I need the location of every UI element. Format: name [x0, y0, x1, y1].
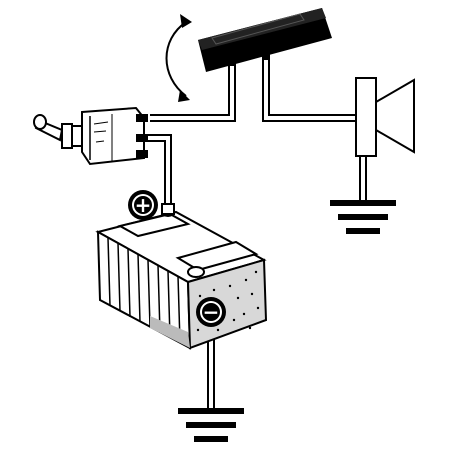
wire-switch-to-module: [150, 62, 236, 122]
horn-ground: [330, 200, 396, 234]
rotate-arrow-icon: [165, 14, 192, 102]
wire-module-to-horn: [262, 56, 356, 122]
flasher-module: [198, 8, 332, 72]
negative-terminal-marker: −: [196, 297, 226, 327]
positive-symbol: +: [135, 193, 152, 217]
horn-speaker: [355, 77, 415, 157]
battery: [95, 203, 268, 350]
positive-terminal-marker: +: [128, 190, 158, 220]
wire-switch-to-battery-positive: [146, 134, 172, 206]
negative-symbol: −: [203, 300, 220, 324]
battery-ground: [178, 408, 244, 442]
toggle-switch: [33, 106, 148, 166]
